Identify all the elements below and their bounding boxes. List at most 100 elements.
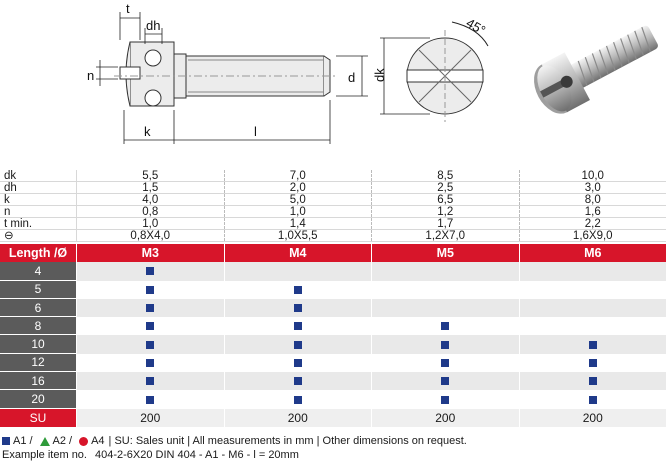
legend-sep: /	[29, 435, 33, 447]
dimension-label: dk	[4, 170, 17, 182]
dimension-value: 10,0	[518, 170, 666, 182]
technical-drawing: t dh n k l d dk 45°	[87, 1, 489, 144]
length-cell: 5	[0, 280, 76, 299]
sales-unit-value: 200	[371, 408, 519, 427]
dimension-label: n	[4, 206, 11, 218]
blue-square-icon	[293, 358, 302, 367]
dimension-value: 0,8	[76, 206, 224, 218]
dimension-value: 1,2X7,0	[371, 230, 519, 242]
dimension-value: 1,6X9,0	[518, 230, 666, 242]
red-dot-icon	[79, 436, 89, 446]
legend-a4: A4	[91, 435, 105, 447]
blue-square-icon	[146, 322, 155, 331]
length-cell: 20	[0, 390, 76, 409]
blue-square-icon	[441, 340, 450, 349]
product-photo	[534, 25, 658, 114]
legend-a1: A1	[13, 435, 27, 447]
length-cell: 8	[0, 317, 76, 336]
dimension-value: 8,5	[371, 170, 519, 182]
availability-cell	[76, 353, 224, 373]
blue-square-icon	[146, 340, 155, 349]
availability-cell	[371, 280, 519, 299]
dimension-value: 1,0	[223, 206, 372, 218]
availability-cell	[371, 372, 519, 391]
table-row: 20	[0, 390, 666, 409]
blue-square-icon	[146, 304, 155, 313]
dimension-label: dh	[4, 182, 17, 194]
dimension-value: 1,7	[371, 218, 519, 230]
blue-square-icon	[441, 377, 450, 386]
blue-square-icon	[146, 358, 155, 367]
label-dk: dk	[372, 68, 387, 82]
table-row: 10	[0, 335, 666, 354]
availability-cell	[76, 317, 224, 336]
dimension-value: 5,0	[223, 194, 372, 206]
material-legend: A1 / A2 / A4 | SU: Sales unit | All meas…	[2, 434, 467, 448]
size-header: M5	[371, 244, 519, 263]
availability-cell	[371, 317, 519, 336]
availability-cell	[76, 372, 224, 391]
dimension-value: 2,2	[518, 218, 666, 230]
blue-square-icon	[441, 322, 450, 331]
dimension-value: 7,0	[223, 170, 372, 182]
blue-square-icon	[441, 395, 450, 404]
dimension-label: k	[4, 194, 10, 206]
table-row: 8	[0, 317, 666, 336]
cross-hole-top	[144, 49, 162, 67]
availability-cell	[518, 372, 666, 391]
blue-square-icon	[146, 285, 155, 294]
availability-cell	[518, 262, 666, 281]
dimension-value: 1,5	[76, 182, 224, 194]
dimension-value: 1,4	[223, 218, 372, 230]
length-cell: 4	[0, 262, 76, 281]
cross-hole-bottom	[144, 89, 162, 107]
availability-cell	[76, 390, 224, 409]
availability-cell	[371, 390, 519, 409]
availability-cell	[518, 298, 666, 318]
length-cell: 12	[0, 353, 76, 373]
dimension-value: 3,0	[518, 182, 666, 194]
availability-cell	[518, 390, 666, 409]
label-k: k	[144, 124, 151, 139]
dimension-value: 1,0	[76, 218, 224, 230]
dimension-value: 2,0	[223, 182, 372, 194]
sales-unit-label: SU	[0, 408, 76, 427]
dimension-value: 4,0	[76, 194, 224, 206]
label-n: n	[87, 68, 94, 83]
availability-cell	[223, 280, 371, 299]
dimension-value: 1,0X5,5	[223, 230, 372, 242]
sales-unit-value: 200	[76, 408, 224, 427]
blue-square-icon	[146, 267, 155, 276]
availability-cell	[76, 262, 224, 281]
table-row: 5	[0, 280, 666, 299]
dimension-value: 2,5	[371, 182, 519, 194]
blue-square-icon	[293, 304, 302, 313]
example-item: Example item no. 404-2-6X20 DIN 404 - A1…	[2, 448, 467, 462]
blue-square-icon	[293, 285, 302, 294]
availability-cell	[371, 335, 519, 354]
blue-square-icon	[588, 377, 597, 386]
availability-cell	[518, 353, 666, 373]
dimension-value: 1,2	[371, 206, 519, 218]
availability-cell	[76, 298, 224, 318]
availability-cell	[223, 262, 371, 281]
blue-square-icon	[293, 322, 302, 331]
blue-square-icon	[146, 377, 155, 386]
blue-square-icon	[441, 358, 450, 367]
dimension-value: 8,0	[518, 194, 666, 206]
blue-square-icon	[146, 395, 155, 404]
availability-cell	[223, 372, 371, 391]
availability-cell	[223, 353, 371, 373]
blue-square-icon	[588, 358, 597, 367]
availability-cell	[371, 262, 519, 281]
size-header: M6	[518, 244, 666, 263]
legend-a2: A2	[52, 435, 66, 447]
